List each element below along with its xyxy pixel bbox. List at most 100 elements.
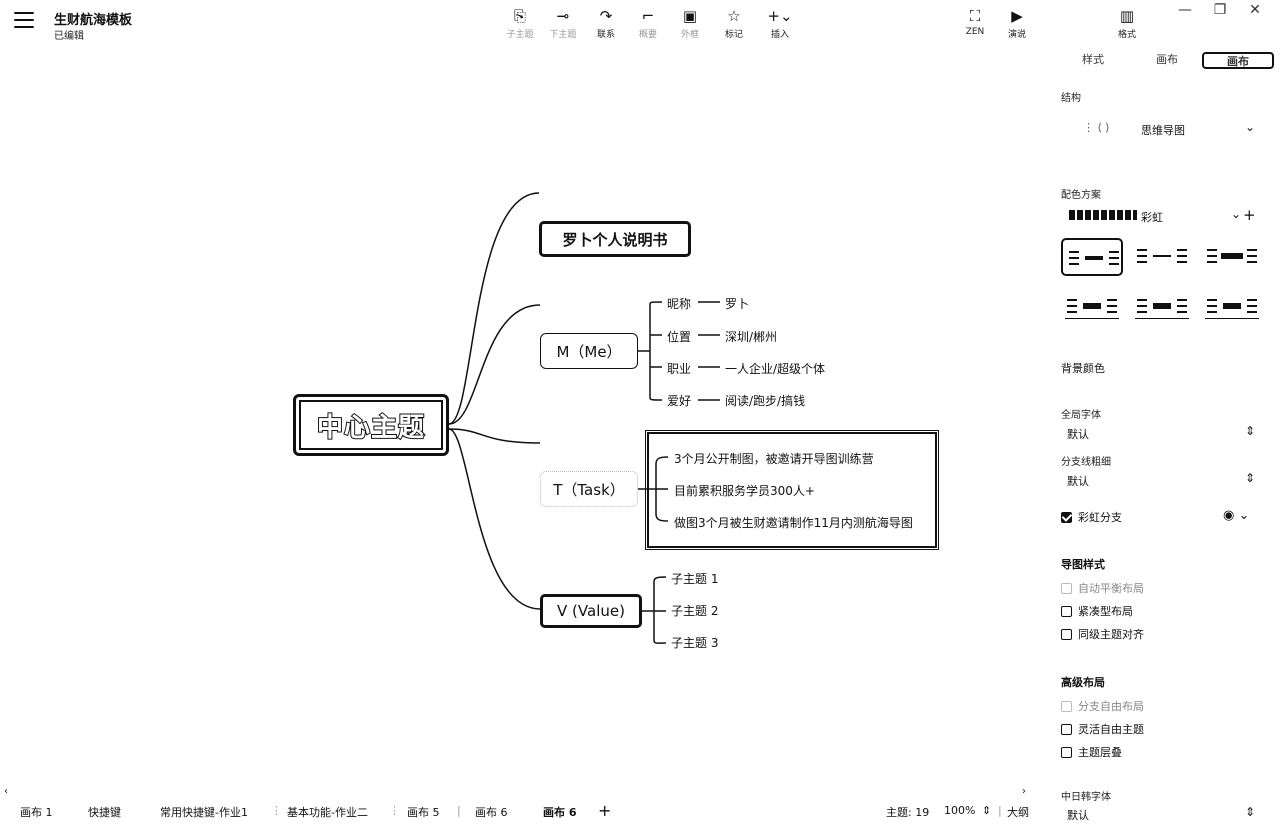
mindmap-canvas[interactable]: 中心主题 罗卜个人说明书 M（Me） T（Task） V (Value) 昵称 … (0, 46, 1045, 788)
tab-divider: ⋮ (271, 804, 282, 817)
branch-free-layout-checkbox[interactable]: 分支自由布局 (1061, 698, 1144, 714)
zoom-stepper-icon[interactable]: ⇕ (982, 804, 992, 817)
theme-option-3[interactable] (1201, 238, 1263, 276)
add-sheet-button[interactable]: + (598, 801, 612, 820)
cjk-font-label: 中日韩字体 (1061, 792, 1111, 803)
add-color-scheme-button[interactable]: + (1243, 206, 1256, 224)
sheet-tab[interactable]: 快捷键 (88, 806, 121, 819)
theme-grid (1061, 238, 1261, 328)
subtopic-location-key[interactable]: 位置 (667, 330, 692, 344)
sheet-tab[interactable]: 画布 1 (20, 806, 53, 819)
connector-lines (448, 192, 720, 644)
compact-layout-checkbox[interactable]: 紧凑型布局 (1061, 603, 1133, 619)
subtopic-hobby-key[interactable]: 爱好 (667, 394, 692, 408)
sheet-tab[interactable]: 基本功能-作业二 (287, 806, 368, 819)
sheet-tabs-bar: 画布 1 快捷键 常用快捷键-作业1 ⋮ 基本功能-作业二 ⋮ 画布 5 | 画… (0, 800, 1045, 825)
subtopic-tool-button[interactable]: ⎘ 子主题 (500, 7, 540, 40)
checkbox-checked-icon (1061, 511, 1072, 523)
minimize-icon[interactable]: — (1178, 2, 1192, 18)
boundary-icon: ▣ (682, 7, 698, 25)
close-icon[interactable]: ✕ (1249, 2, 1261, 18)
theme-option-4[interactable] (1061, 288, 1123, 326)
chevron-down-icon: ⌄ (1244, 120, 1255, 134)
rainbow-branch-checkbox[interactable]: 彩虹分支 (1061, 509, 1122, 525)
document-status: 已编辑 (54, 31, 84, 42)
scroll-right-icon[interactable]: › (1022, 786, 1026, 797)
structure-label: 结构 (1061, 93, 1081, 104)
background-color-label[interactable]: 背景颜色 (1061, 362, 1105, 375)
marker-tool-button[interactable]: ☆ 标记 (714, 7, 754, 40)
map-style-heading: 导图样式 (1061, 558, 1105, 571)
topic-overlap-checkbox[interactable]: 主题层叠 (1061, 744, 1122, 760)
star-icon: ☆ (727, 7, 741, 25)
topic-task[interactable]: T（Task） (540, 471, 638, 507)
align-siblings-checkbox[interactable]: 同级主题对齐 (1061, 626, 1144, 642)
zen-mode-button[interactable]: ⛶ ZEN (955, 7, 995, 37)
subtopic-value-3[interactable]: 子主题 3 (671, 636, 719, 650)
zoom-level[interactable]: 100% (944, 804, 976, 817)
theme-option-1[interactable] (1061, 238, 1123, 276)
tab-divider: ⋮ (389, 804, 400, 817)
sheet-tab[interactable]: 画布 5 (407, 806, 440, 819)
theme-option-2[interactable] (1131, 238, 1193, 276)
structure-select[interactable]: ⋮ ⟨ ⟩ 思维导图 ⌄ (1083, 120, 1255, 137)
subtopic-value-2[interactable]: 子主题 2 (671, 604, 719, 618)
task-boundary-box[interactable] (645, 430, 939, 550)
summary-icon: ⌐ (641, 7, 655, 25)
next-topic-tool-button[interactable]: ⊸ 下主题 (543, 7, 583, 40)
tab-canvas[interactable]: 画布 (1202, 52, 1274, 69)
sheet-tab[interactable]: 常用快捷键-作业1 (160, 806, 248, 819)
topic-profile[interactable]: 罗卜个人说明书 (539, 221, 691, 257)
insert-tool-button[interactable]: +⌄ 插入 (760, 7, 800, 40)
sheet-tab-active[interactable]: 画布 6 (543, 806, 577, 819)
central-topic[interactable]: 中心主题 (293, 394, 449, 456)
subtopic-job-value[interactable]: 一人企业/超级个体 (725, 362, 826, 376)
plus-chevron-icon: +⌄ (767, 7, 793, 25)
tab-canvas-a[interactable]: 画布 (1156, 53, 1178, 66)
color-scheme-select[interactable]: 彩虹 ⌄ (1061, 206, 1241, 226)
auto-balance-checkbox[interactable]: 自动平衡布局 (1061, 580, 1144, 596)
sheet-tab[interactable]: 画布 6 (475, 806, 508, 819)
cjk-font-select[interactable]: 默认 ⇕ (1067, 805, 1255, 822)
fullscreen-icon: ⛶ (969, 7, 981, 25)
theme-option-5[interactable] (1131, 288, 1193, 326)
subtopic-nickname-key[interactable]: 昵称 (667, 297, 692, 311)
relationship-tool-button[interactable]: ↷ 联系 (586, 7, 626, 40)
chevron-down-icon: ⌄ (1230, 207, 1241, 221)
topic-value[interactable]: V (Value) (540, 594, 642, 628)
format-panel-button[interactable]: ▥ 格式 (1107, 7, 1147, 40)
color-swatch-icon (1069, 210, 1137, 220)
next-topic-icon: ⊸ (556, 7, 570, 25)
status-divider: | (998, 804, 1002, 817)
color-picker-icon[interactable]: ◉ ⌄ (1223, 508, 1250, 523)
panel-tabs: 样式 画布 画布 (1057, 52, 1277, 70)
subtopic-job-key[interactable]: 职业 (667, 362, 692, 376)
pitch-mode-button[interactable]: ▶ 演说 (997, 7, 1037, 40)
branch-width-select[interactable]: 默认 ⇕ (1067, 471, 1255, 488)
flexible-floating-checkbox[interactable]: 灵活自由主题 (1061, 721, 1144, 737)
global-font-label: 全局字体 (1061, 410, 1101, 421)
topic-me[interactable]: M（Me） (540, 333, 638, 369)
scroll-left-icon[interactable]: ‹ (4, 786, 8, 797)
subtopic-location-value[interactable]: 深圳/郴州 (725, 330, 778, 344)
play-icon: ▶ (1011, 7, 1023, 25)
document-title[interactable]: 生财航海模板 (54, 13, 133, 28)
global-font-select[interactable]: 默认 ⇕ (1067, 424, 1255, 441)
theme-option-6[interactable] (1201, 288, 1263, 326)
subtopic-value-1[interactable]: 子主题 1 (671, 572, 719, 586)
tab-style[interactable]: 样式 (1082, 53, 1104, 66)
boundary-tool-button[interactable]: ▣ 外框 (670, 7, 710, 40)
subtopic-task-3[interactable]: 做图3个月被生财邀请制作11月内测航海导图 (674, 516, 913, 530)
structure-map-icon: ⋮ ⟨ ⟩ (1083, 121, 1110, 134)
advanced-layout-heading: 高级布局 (1061, 676, 1105, 689)
updown-icon: ⇕ (1244, 805, 1255, 819)
subtopic-hobby-value[interactable]: 阅读/跑步/搞钱 (725, 394, 806, 408)
updown-icon: ⇕ (1244, 424, 1255, 438)
summary-tool-button[interactable]: ⌐ 概要 (628, 7, 668, 40)
subtopic-task-1[interactable]: 3个月公开制图，被邀请开导图训练营 (674, 452, 874, 466)
outline-button[interactable]: 大纲 (1007, 806, 1029, 819)
subtopic-nickname-value[interactable]: 罗卜 (725, 297, 750, 311)
hamburger-menu-icon[interactable] (14, 12, 34, 28)
maximize-icon[interactable]: ❐ (1213, 2, 1227, 18)
subtopic-task-2[interactable]: 目前累积服务学员300人+ (674, 484, 815, 498)
